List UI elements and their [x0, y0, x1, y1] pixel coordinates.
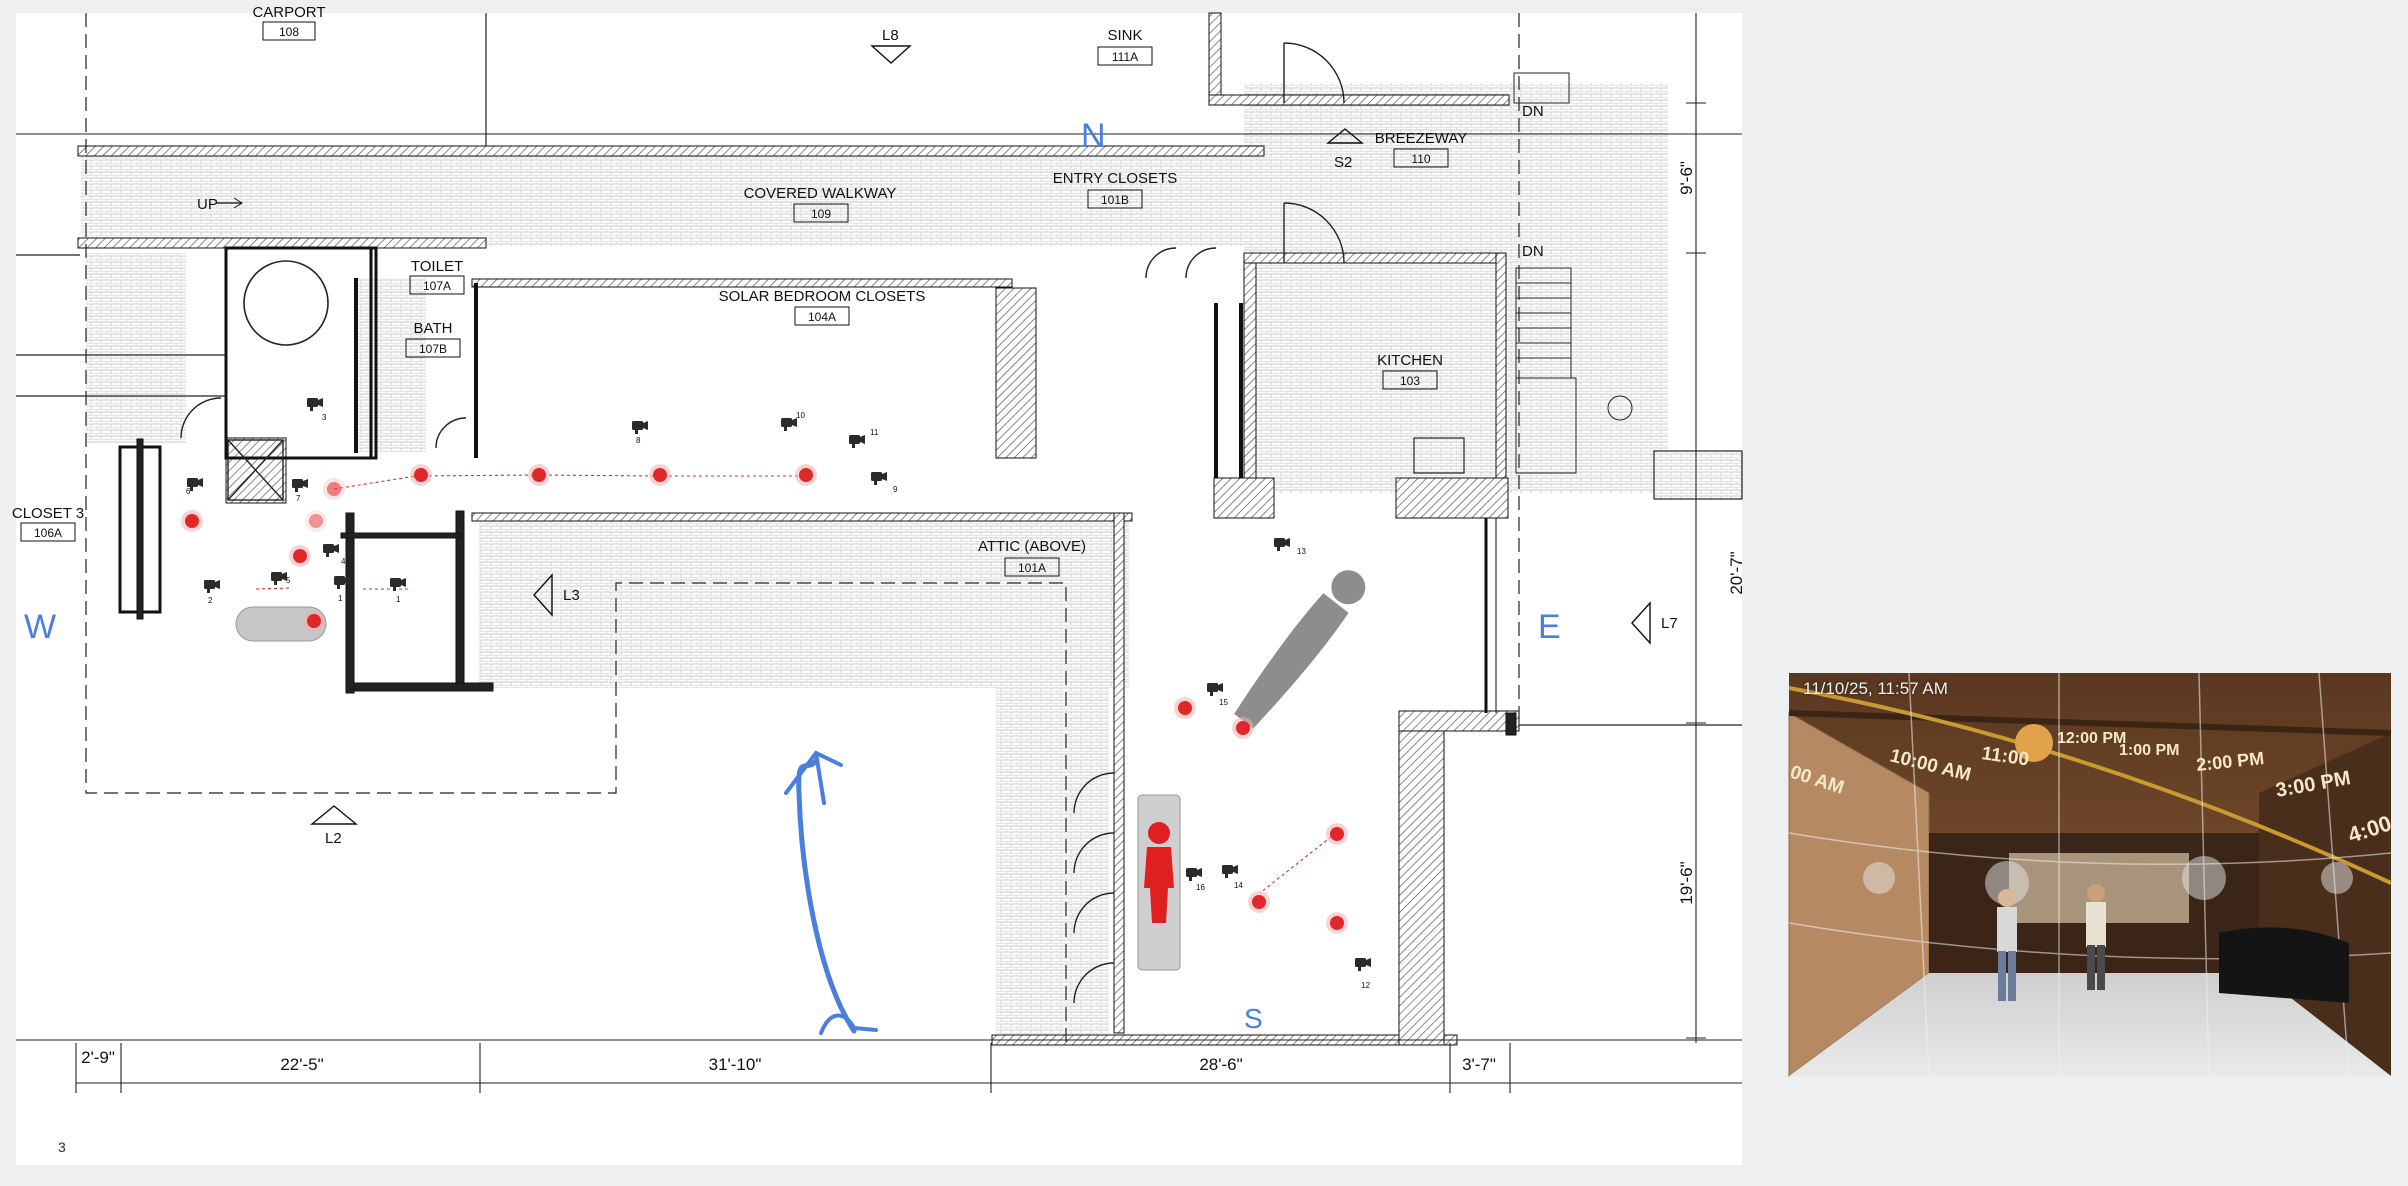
camera-label-15: 15 [1219, 698, 1228, 707]
compass-north: N [1081, 117, 1106, 155]
camera-label-4: 4 [341, 557, 346, 566]
camera-label-6: 6 [186, 487, 191, 496]
carport-label: CARPORT [252, 4, 325, 21]
property-lines [16, 13, 1743, 1043]
people-in-photo [1997, 884, 2106, 1001]
marker-l7: L7 [1661, 615, 1678, 632]
toilet-number: 107A [423, 279, 451, 293]
marker-l8: L8 [882, 27, 899, 44]
dimension-v1: 9'-6" [1677, 161, 1696, 195]
marker-up: UP [197, 196, 218, 213]
marker-dn-1: DN [1522, 103, 1544, 120]
compass-annotations: N W E S [24, 117, 1561, 1035]
bath-number: 107B [419, 342, 447, 356]
breezeway-number: 110 [1411, 152, 1430, 166]
camera-label-7: 7 [296, 494, 301, 503]
room-labels: CARPORT 108 SINK 111A BREEZEWAY 110 COVE… [12, 4, 1468, 577]
camera-label-3: 3 [322, 413, 327, 422]
dimension-2: 22'-5" [280, 1055, 323, 1074]
compass-east: E [1538, 608, 1561, 646]
camera-label-12: 12 [1361, 981, 1370, 990]
closet3-number: 106A [34, 526, 62, 540]
dimension-1: 2'-9" [81, 1048, 115, 1067]
camera-label-9: 9 [893, 485, 898, 494]
camera-label-16: 16 [1196, 883, 1205, 892]
room-photo-overlay: 00 AM 10:00 AM 11:00 12:00 PM 1:00 PM 2:… [1787, 672, 2394, 1077]
compass-south: S [1244, 1003, 1263, 1034]
page-number: 3 [58, 1139, 66, 1155]
dimension-4: 28'-6" [1199, 1055, 1242, 1074]
dimension-5: 3'-7" [1462, 1055, 1496, 1074]
solar-bedroom-closets-number: 104A [808, 310, 836, 324]
marker-dn-2: DN [1522, 243, 1544, 260]
camera-label-11: 11 [870, 428, 879, 437]
entry-closets-number: 101B [1101, 193, 1129, 207]
photo-timestamp: 11/10/25, 11:57 AM [1803, 679, 1948, 698]
viewpoint-path [255, 474, 1337, 894]
camera-label-1a: 1 [396, 595, 401, 604]
walk-path-arrow [796, 758, 857, 1034]
attic-number: 101A [1018, 561, 1046, 575]
bath-platform [235, 606, 327, 642]
dimension-v2: 19'-6" [1677, 861, 1696, 904]
camera-label-5: 5 [286, 576, 291, 585]
walls [77, 12, 1520, 1046]
sun-time-3: 12:00 PM [2057, 730, 2126, 747]
camera-markers: 1 1 2 3 4 5 6 7 8 9 10 11 12 13 14 15 16 [186, 398, 1371, 990]
dimension-lines [16, 13, 1742, 1093]
camera-label-14: 14 [1234, 881, 1243, 890]
kitchen-label: KITCHEN [1377, 352, 1443, 369]
closet3-label: CLOSET 3 [12, 505, 84, 522]
grey-person-figure [1234, 570, 1366, 729]
bath-label: BATH [414, 320, 453, 337]
carport-number: 108 [279, 25, 299, 39]
breezeway-label: BREEZEWAY [1375, 130, 1468, 147]
entry-closets-label: ENTRY CLOSETS [1053, 170, 1177, 187]
camera-label-10: 10 [796, 411, 805, 420]
stairs [1513, 72, 1577, 474]
sink-number: 111A [1112, 50, 1138, 64]
camera-label-13: 13 [1297, 547, 1306, 556]
doors [180, 42, 1633, 1004]
marker-l2: L2 [325, 830, 342, 847]
toilet-label: TOILET [411, 258, 463, 275]
camera-label-8: 8 [636, 436, 641, 445]
photo-scene: 00 AM 10:00 AM 11:00 12:00 PM 1:00 PM 2:… [1787, 672, 2394, 1077]
camera-label-2: 2 [208, 596, 213, 605]
solar-bedroom-closets-label: SOLAR BEDROOM CLOSETS [719, 288, 926, 305]
floor-plan-sheet: CARPORT 108 SINK 111A BREEZEWAY 110 COVE… [12, 4, 1746, 1165]
dimension-v3: 20'-7" [1727, 551, 1746, 594]
kitchen-number: 103 [1400, 374, 1420, 388]
marker-s2: S2 [1334, 154, 1352, 171]
attic-label: ATTIC (ABOVE) [978, 538, 1086, 555]
covered-walkway-label: COVERED WALKWAY [744, 185, 897, 202]
dimension-3: 31'-10" [709, 1055, 762, 1074]
paved-areas [81, 83, 1668, 1038]
red-person-figure [1144, 822, 1174, 923]
dimension-labels: 2'-9" 22'-5" 31'-10" 28'-6" 3'-7" 9'-6" … [81, 161, 1746, 1074]
section-markers: L8 S2 L3 L7 L2 UP DN DN [197, 27, 1678, 847]
sink-label: SINK [1107, 27, 1142, 44]
sun-time-4: 1:00 PM [2119, 742, 2179, 759]
floor-plan-drawing: CARPORT 108 SINK 111A BREEZEWAY 110 COVE… [12, 4, 1746, 1093]
marker-l3: L3 [563, 587, 580, 604]
covered-walkway-number: 109 [811, 207, 831, 221]
compass-west: W [24, 608, 56, 646]
camera-label-1b: 1 [338, 594, 343, 603]
